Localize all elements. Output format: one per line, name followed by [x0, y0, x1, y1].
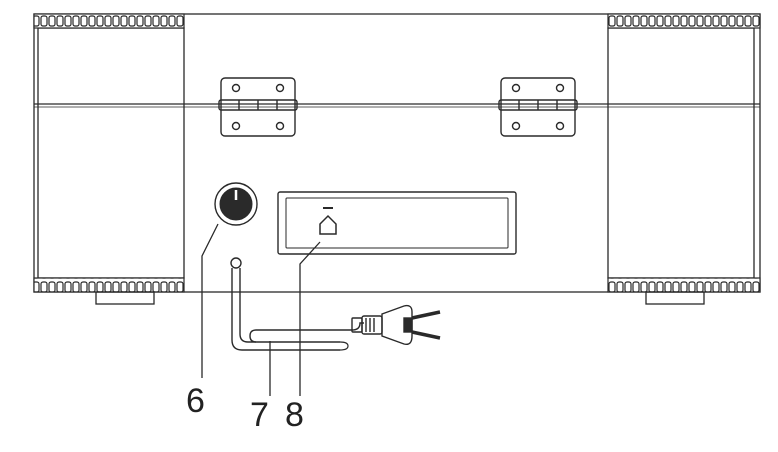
- right-foot: [645, 291, 705, 305]
- callout-7: 7: [250, 396, 269, 434]
- callout-8: 8: [285, 396, 304, 434]
- leader-lines: [201, 223, 321, 396]
- port-recess: [277, 191, 517, 255]
- rotary-knob-icon: [214, 182, 258, 226]
- left-side-panel: [37, 27, 185, 279]
- cabinet-body: [33, 13, 761, 293]
- left-hinge: [218, 77, 298, 137]
- usb-port-icon: [319, 207, 337, 235]
- power-plug-icon: [351, 304, 441, 346]
- left-foot: [95, 291, 155, 305]
- right-side-panel: [607, 27, 755, 279]
- right-knurled-edges: [607, 13, 761, 293]
- power-cable: [230, 257, 364, 351]
- leader-8: [299, 241, 321, 396]
- left-knurled-edges: [33, 13, 185, 293]
- right-hinge: [498, 77, 578, 137]
- leader-6: [201, 223, 219, 378]
- callout-6: 6: [186, 382, 205, 420]
